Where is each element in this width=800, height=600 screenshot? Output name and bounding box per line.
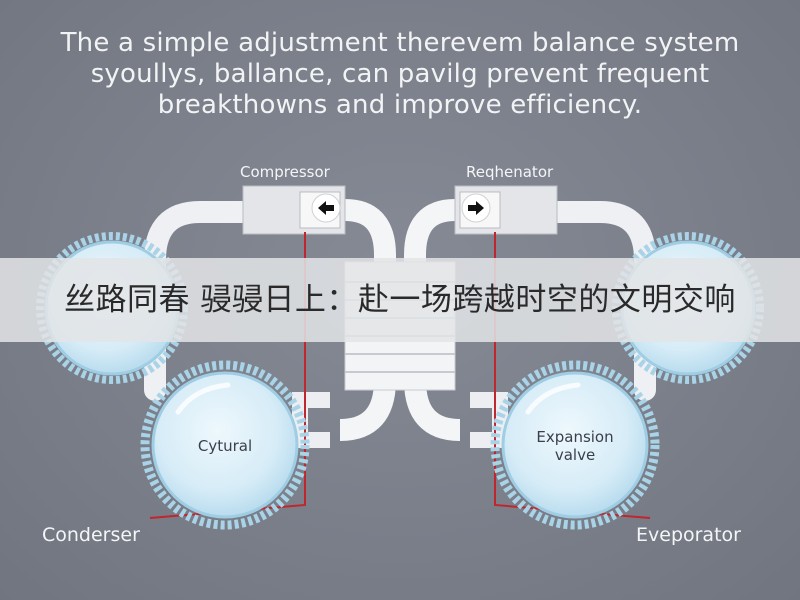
regenerator-label: Reqhenator (466, 163, 554, 181)
banner-title: 丝路同春 骎骎日上：赴一场跨越时空的文明交响 (64, 282, 736, 318)
evaporator-label: Eveporator (636, 524, 741, 546)
arrow-right-icon (468, 201, 484, 215)
compressor-label: Compressor (240, 163, 330, 181)
cytural-label: Cytural (197, 437, 253, 455)
headline-line-1: The a simple adjustment therevem balance… (60, 28, 740, 58)
condenser-label: Conderser (42, 524, 140, 546)
arrow-left-icon (318, 201, 334, 215)
expansion-valve-label: Expansion valve (515, 428, 635, 464)
headline-line-2: syoullys, ballance, can pavilg prevent f… (90, 59, 710, 89)
cytural-gear (140, 360, 310, 530)
expansion-label-line-2: valve (554, 446, 596, 464)
expansion-label-line-1: Expansion (536, 428, 614, 446)
headline: The a simple adjustment therevem balance… (40, 28, 760, 121)
headline-line-3: breakthowns and improve efficiency. (157, 90, 643, 120)
title-banner: 丝路同春 骎骎日上：赴一场跨越时空的文明交响 (0, 258, 800, 342)
expansion-valve-gear (490, 360, 660, 530)
